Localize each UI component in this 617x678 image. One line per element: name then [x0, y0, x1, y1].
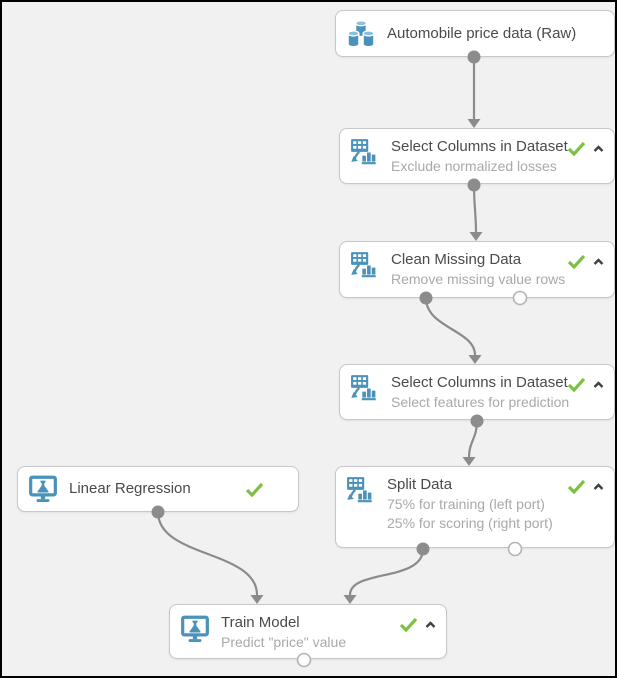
node-title: Select Columns in Dataset	[391, 374, 568, 391]
chevron-up-icon[interactable]	[593, 257, 604, 266]
green-check-icon	[567, 141, 586, 156]
green-check-icon	[399, 617, 418, 632]
database-cylinders-icon	[346, 19, 376, 49]
node-select-columns-1[interactable]: Select Columns in Dataset Exclude normal…	[339, 128, 615, 184]
node-title: Train Model	[221, 614, 300, 631]
node-title: Automobile price data (Raw)	[387, 24, 577, 42]
column-grid-bar-chart-icon	[350, 138, 380, 168]
wire-select2-to-split	[467, 420, 479, 458]
chevron-up-icon[interactable]	[593, 144, 604, 153]
node-title: Linear Regression	[69, 480, 191, 497]
chevron-up-icon[interactable]	[425, 620, 436, 629]
node-subtitle: Remove missing value rows	[391, 271, 566, 287]
node-subtitle: Select features for prediction	[391, 394, 570, 410]
green-check-icon	[567, 377, 586, 392]
node-automobile-price-data[interactable]: Automobile price data (Raw)	[335, 10, 615, 57]
column-grid-bar-chart-icon	[346, 476, 376, 506]
node-split-data[interactable]: Split Data 75% for training (left port) …	[335, 466, 615, 548]
green-check-icon	[567, 254, 586, 269]
node-train-model[interactable]: Train Model Predict "price" value	[169, 604, 447, 659]
column-grid-bar-chart-icon	[350, 251, 380, 281]
node-title: Select Columns in Dataset	[391, 138, 568, 155]
node-clean-missing-data[interactable]: Clean Missing Data Remove missing value …	[339, 241, 615, 298]
wire-select1-to-clean	[472, 184, 478, 233]
node-linear-regression[interactable]: Linear Regression	[17, 466, 299, 512]
column-grid-bar-chart-icon	[350, 374, 380, 404]
node-subtitle-line2: 25% for scoring (right port)	[387, 515, 553, 531]
node-subtitle: Predict "price" value	[221, 634, 347, 650]
monitor-flask-icon	[180, 614, 210, 644]
wire-clean-to-select2	[424, 297, 477, 356]
chevron-up-icon[interactable]	[593, 482, 604, 491]
node-subtitle: Exclude normalized losses	[391, 158, 557, 174]
wire-split-to-train	[348, 548, 425, 596]
node-select-columns-2[interactable]: Select Columns in Dataset Select feature…	[339, 364, 615, 420]
monitor-flask-icon	[28, 474, 58, 504]
node-title: Clean Missing Data	[391, 251, 522, 268]
green-check-icon	[567, 479, 586, 494]
green-check-icon	[245, 482, 264, 497]
wire-regression-to-train	[156, 511, 259, 596]
node-subtitle-line1: 75% for training (left port)	[387, 496, 545, 512]
chevron-up-icon[interactable]	[593, 380, 604, 389]
node-title: Split Data	[387, 476, 453, 493]
